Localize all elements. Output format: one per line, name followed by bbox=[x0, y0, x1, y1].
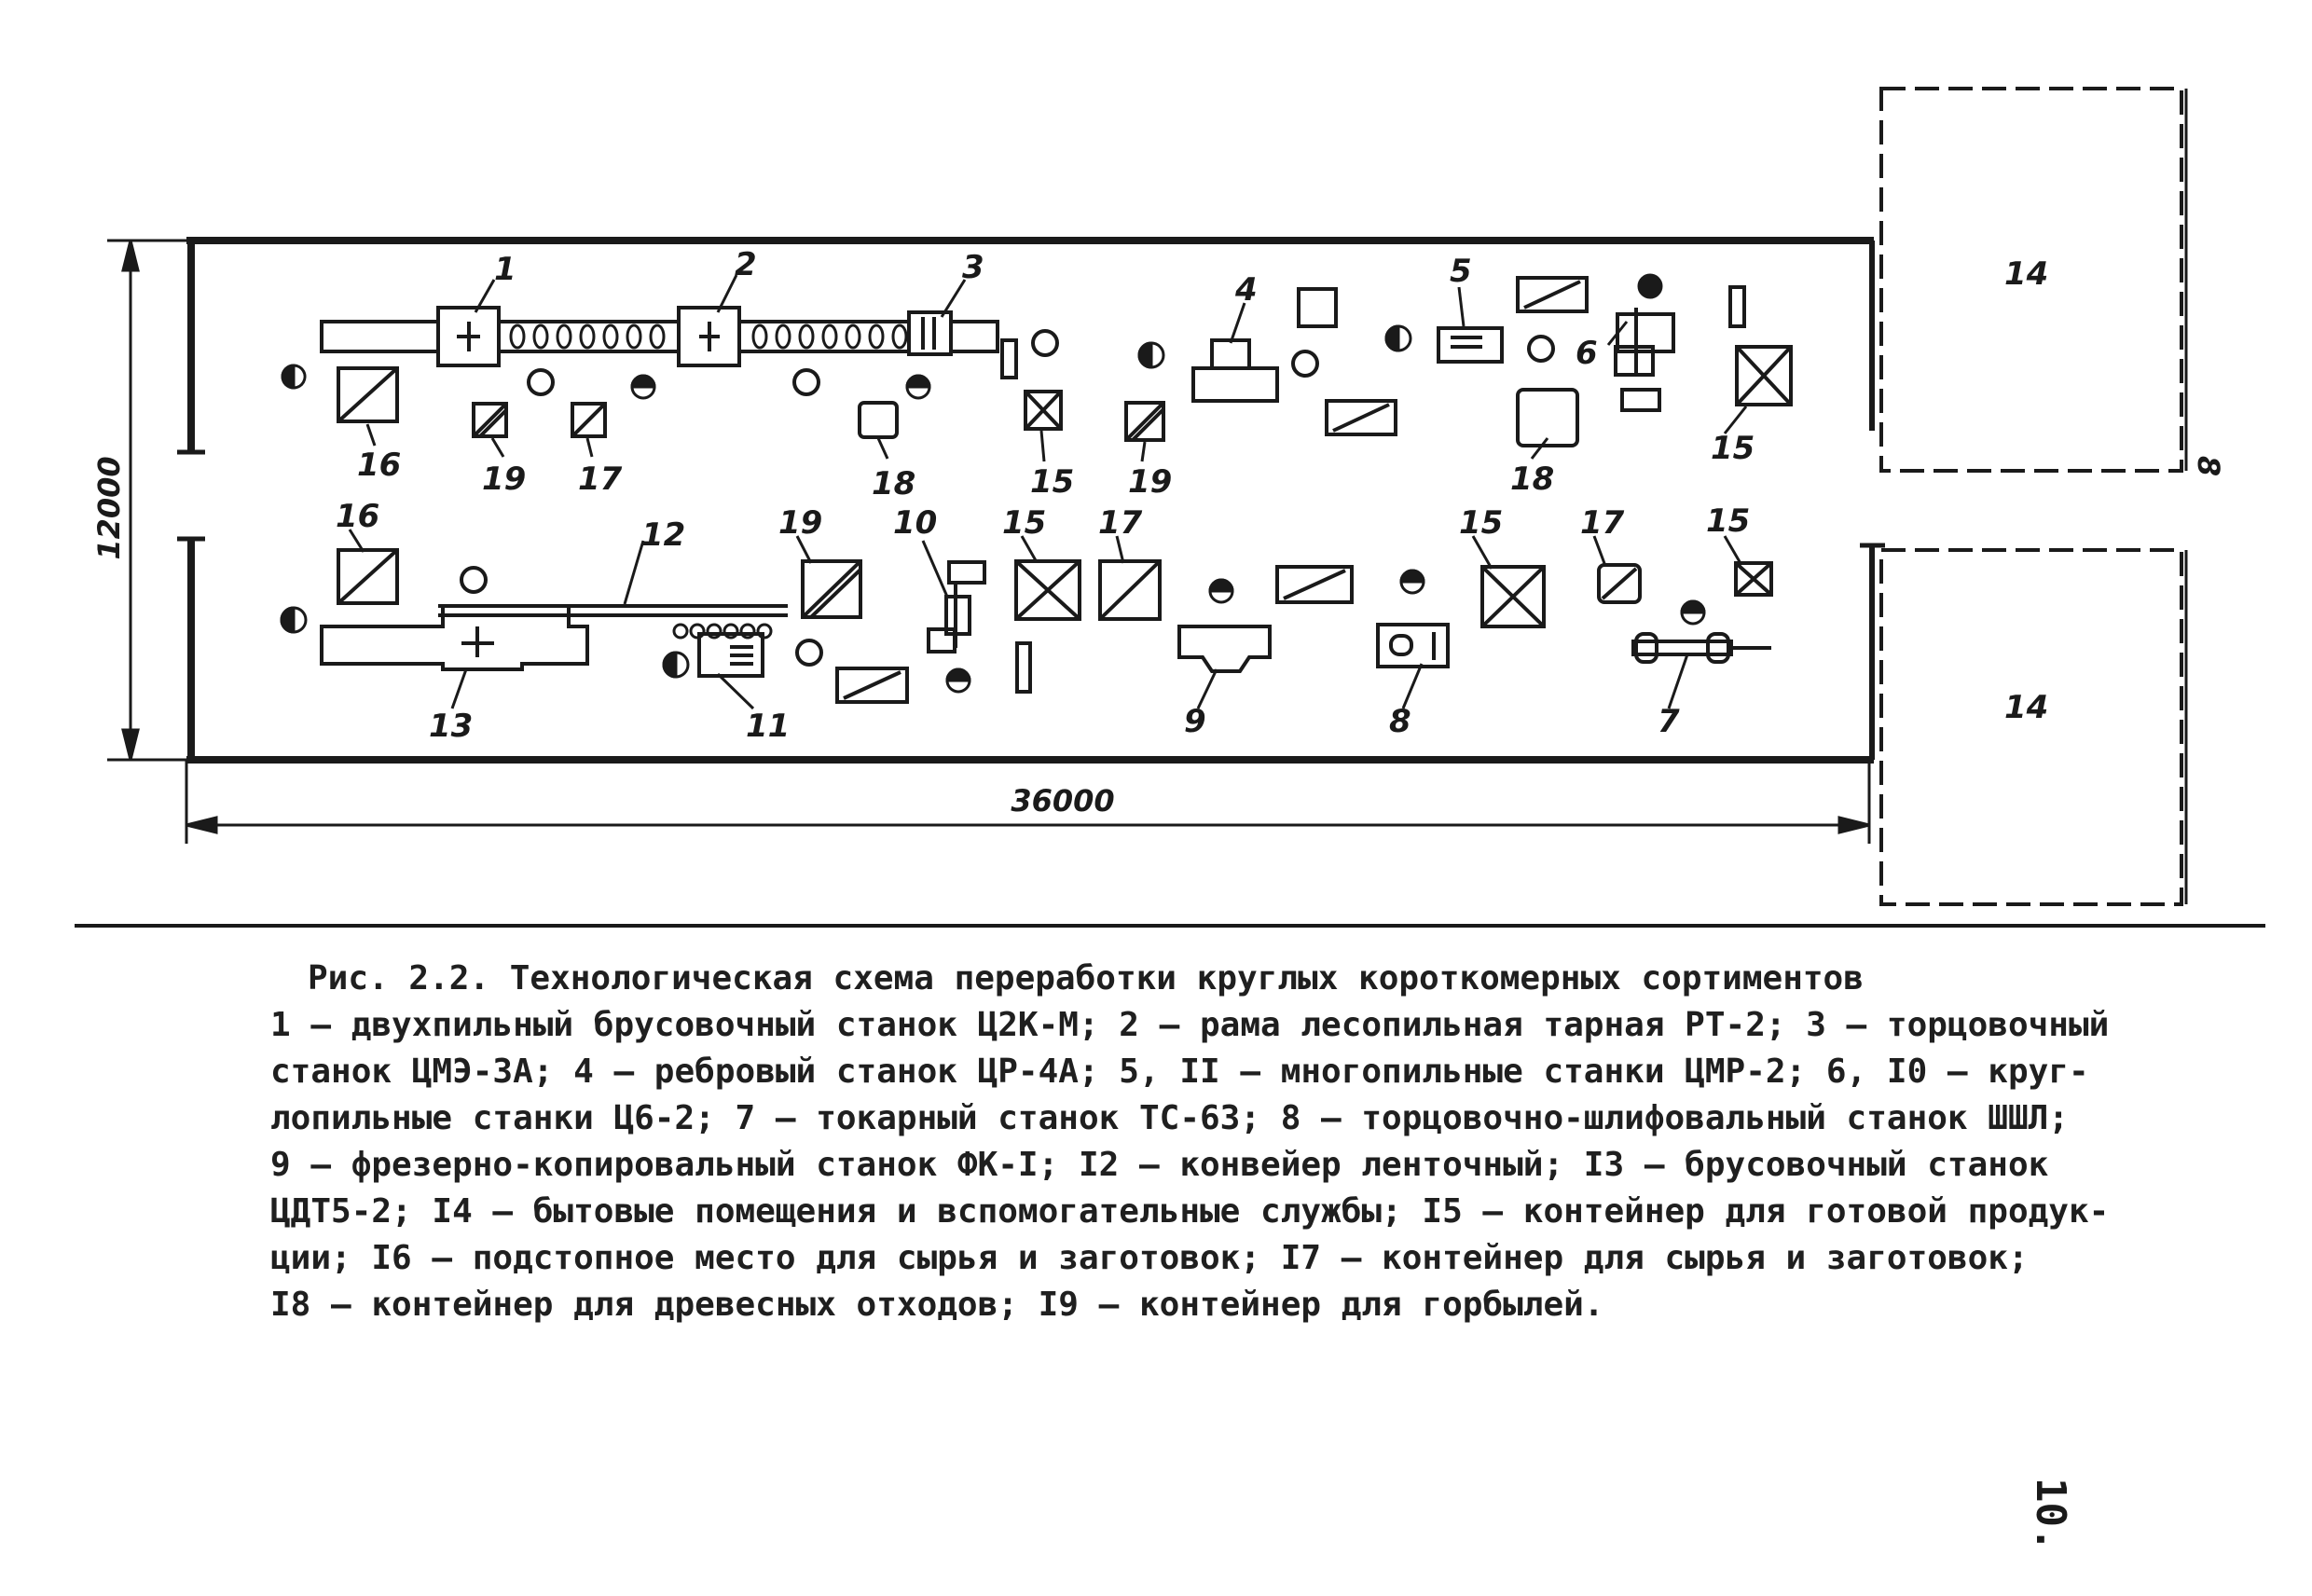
page-number: 10. bbox=[2027, 1478, 2074, 1552]
caption-line: 1 – двухпильный брусовочный станок Ц2К-М… bbox=[270, 1006, 2110, 1044]
label-13: 13 bbox=[429, 708, 473, 745]
label-14-lower: 14 bbox=[2004, 689, 2048, 726]
container-16-upper bbox=[337, 366, 399, 423]
caption-line: лопильные станки Ц6-2; 7 – токарный стан… bbox=[270, 1099, 2069, 1137]
label-11: 11 bbox=[746, 708, 790, 745]
label-14-upper: 14 bbox=[2004, 255, 2048, 293]
label-19-upper-b: 19 bbox=[1128, 463, 1172, 501]
label-16-upper: 16 bbox=[357, 447, 401, 484]
container-15-lower-a bbox=[1014, 559, 1081, 621]
machine-3-cross-cut bbox=[907, 310, 953, 356]
container-17-lower-a bbox=[1098, 559, 1162, 621]
label-2: 2 bbox=[735, 246, 757, 283]
figure-caption: Рис. 2.2. Технологическая схема перерабо… bbox=[270, 956, 2144, 1328]
container-lower-b bbox=[1275, 565, 1354, 604]
label-12: 12 bbox=[641, 516, 685, 554]
label-3: 3 bbox=[962, 249, 984, 286]
container-18-upper-a bbox=[858, 401, 899, 439]
container-15-upper-a bbox=[1024, 390, 1063, 431]
label-5: 5 bbox=[1450, 253, 1472, 290]
label-10: 10 bbox=[893, 504, 937, 542]
container-19-upper-b bbox=[1124, 401, 1165, 442]
label-9: 9 bbox=[1184, 703, 1206, 740]
label-6: 6 bbox=[1576, 335, 1598, 372]
roller-conveyor-upper bbox=[320, 320, 999, 353]
caption-line: ЦДТ5-2; I4 – бытовые помещения и вспомог… bbox=[270, 1192, 2110, 1231]
container-15-upper-b bbox=[1735, 345, 1793, 406]
label-19-upper-a: 19 bbox=[482, 461, 526, 498]
floor-plan-diagram: 12000 36000 8 bbox=[75, 87, 2265, 928]
container-lower-a bbox=[835, 667, 909, 704]
label-19-lower: 19 bbox=[778, 504, 822, 542]
label-8: 8 bbox=[1389, 703, 1411, 740]
label-7: 7 bbox=[1658, 703, 1680, 740]
label-4: 4 bbox=[1234, 271, 1258, 309]
label-17-upper: 17 bbox=[578, 461, 623, 498]
label-15-lower-a: 15 bbox=[1002, 504, 1046, 542]
label-16-lower: 16 bbox=[336, 498, 379, 535]
conveyor-rollers bbox=[509, 323, 908, 350]
label-15-upper-a: 15 bbox=[1030, 463, 1074, 501]
label-15-lower-c: 15 bbox=[1706, 502, 1750, 540]
caption-title: Рис. 2.2. Технологическая схема перерабо… bbox=[308, 959, 1864, 998]
label-17-lower-a: 17 bbox=[1098, 504, 1143, 542]
caption-line: I8 – контейнер для древесных отходов; I9… bbox=[270, 1286, 1604, 1324]
machine-11-multi-saw bbox=[697, 632, 764, 678]
annex-room-lower bbox=[1879, 548, 2183, 906]
caption-line: станок ЦМЭ-3А; 4 – ребровый станок ЦР-4А… bbox=[270, 1053, 2089, 1091]
machine-8-cross-grinder bbox=[1376, 623, 1450, 668]
dim-width-label: 12000 bbox=[91, 456, 127, 559]
container-18-upper-b bbox=[1516, 388, 1579, 447]
container-upper-e bbox=[1516, 276, 1589, 313]
dim-length-label: 36000 bbox=[1011, 783, 1114, 819]
machine-9-copy-milling bbox=[1177, 625, 1272, 673]
container-17-upper bbox=[571, 402, 607, 438]
machine-10-circular-saw bbox=[947, 560, 986, 585]
container-15-lower-c bbox=[1734, 561, 1773, 597]
container-upper-d bbox=[1297, 287, 1338, 328]
label-1: 1 bbox=[494, 251, 516, 288]
machine-4-edge-saw bbox=[1191, 338, 1279, 403]
label-15-upper-b: 15 bbox=[1711, 430, 1755, 467]
label-18-upper-b: 18 bbox=[1510, 461, 1554, 498]
machine-5-multi-saw bbox=[1437, 326, 1504, 364]
container-15-lower-b bbox=[1480, 565, 1546, 628]
label-15-lower-b: 15 bbox=[1459, 504, 1503, 542]
annex-room-upper bbox=[1879, 87, 2183, 473]
container-19-upper-a bbox=[472, 402, 508, 438]
container-17-lower-b bbox=[1597, 563, 1642, 604]
label-18-upper-a: 18 bbox=[872, 465, 915, 502]
container-16-lower bbox=[337, 548, 399, 605]
caption-line: 9 – фрезерно-копировальный станок ФК-I; … bbox=[270, 1146, 2049, 1184]
label-17-lower-b: 17 bbox=[1580, 504, 1625, 542]
container-19-lower bbox=[801, 559, 862, 619]
machine-7-lathe bbox=[1631, 640, 1733, 656]
caption-line: ции; I6 – подстопное место для сырья и з… bbox=[270, 1239, 2029, 1277]
dim-side-label: 8 bbox=[2191, 456, 2226, 476]
container-upper-c bbox=[1325, 399, 1397, 436]
